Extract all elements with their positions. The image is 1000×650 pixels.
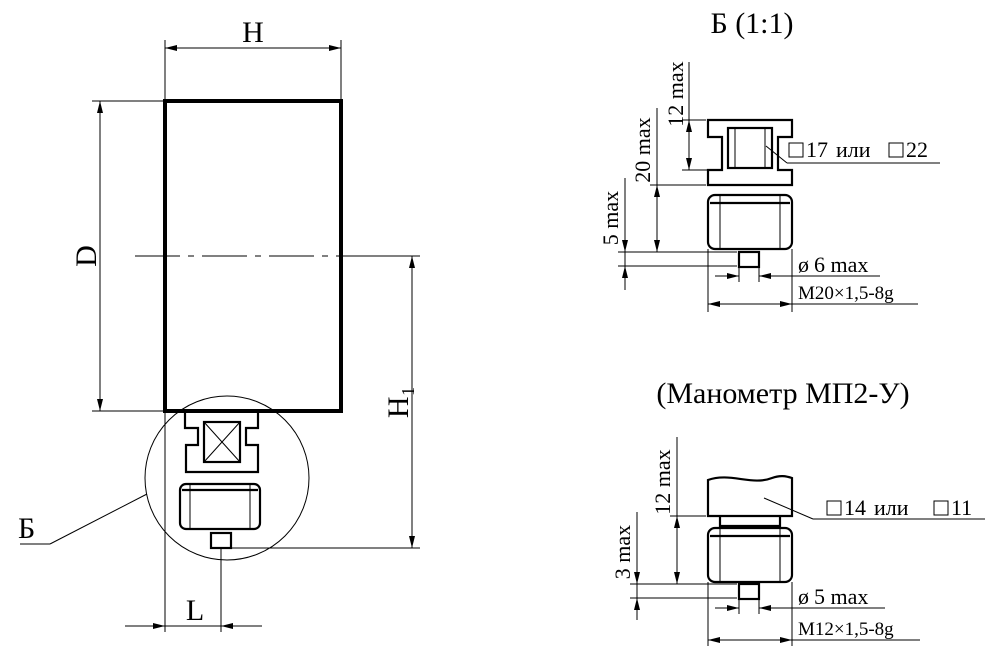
fitting-tip bbox=[209, 531, 233, 550]
leader-b bbox=[49, 493, 148, 545]
detail-b-label-12max: 12 max bbox=[663, 61, 688, 126]
detail-mp2-or: или bbox=[874, 495, 909, 520]
detail-mp2-thread: M12×1,5-8g bbox=[798, 619, 894, 640]
fitting-square bbox=[202, 420, 242, 464]
detail-mp2-tip bbox=[737, 582, 761, 601]
detail-mp2-dia-symbol: ø bbox=[798, 584, 809, 609]
fitting-nut bbox=[178, 482, 262, 531]
detail-mp2-collar bbox=[718, 516, 782, 528]
detail-mp2-square-a: 14 bbox=[844, 495, 866, 520]
detail-b-label-20max: 20 max bbox=[630, 117, 655, 182]
label-d: D bbox=[70, 245, 103, 267]
detail-mp2-label-12max: 12 max bbox=[650, 449, 675, 514]
detail-mp2-square-symbol-a bbox=[826, 500, 842, 516]
detail-mp2-view: (Манометр МП2-У) 12 max 3 max 14 или 11 bbox=[610, 377, 985, 646]
detail-b-square bbox=[726, 126, 774, 170]
detail-mp2-diameter: 5 max bbox=[814, 584, 868, 609]
detail-b-neck bbox=[706, 118, 794, 187]
detail-mp2-square-symbol-b bbox=[933, 500, 949, 516]
detail-b-title: Б (1:1) bbox=[710, 7, 793, 40]
detail-mp2-square-b: 11 bbox=[951, 495, 972, 520]
detail-b-tip bbox=[737, 250, 761, 269]
detail-mp2-nut bbox=[706, 526, 794, 584]
detail-b-square-leader bbox=[765, 145, 788, 164]
detail-mp2-label-3max: 3 max bbox=[610, 525, 635, 579]
main-view: Б H D H₁ L bbox=[18, 16, 420, 632]
label-b: Б bbox=[18, 512, 35, 545]
label-h1: H₁ bbox=[382, 386, 415, 418]
fitting-neck bbox=[183, 411, 260, 474]
detail-b-view: Б (1:1) 12 max 20 max 5 max bbox=[598, 7, 940, 312]
main-fitting bbox=[178, 411, 262, 550]
detail-b-thread: M20×1,5-8g bbox=[798, 283, 894, 304]
detail-b-square-symbol-b bbox=[888, 142, 904, 158]
detail-circle-b bbox=[144, 395, 310, 561]
detail-b-label-5max: 5 max bbox=[598, 191, 623, 245]
detail-b-dia-symbol: ø bbox=[798, 252, 809, 277]
detail-b-square-a: 17 bbox=[806, 137, 828, 162]
detail-b-or: или bbox=[836, 137, 871, 162]
detail-mp2-body bbox=[706, 475, 794, 518]
label-h: H bbox=[242, 16, 264, 49]
detail-b-square-symbol-a bbox=[788, 142, 804, 158]
detail-b-square-b: 22 bbox=[906, 137, 928, 162]
detail-b-nut bbox=[706, 193, 794, 251]
detail-mp2-square-leader bbox=[763, 497, 814, 520]
label-l: L bbox=[186, 594, 204, 627]
square-cross-b bbox=[203, 421, 241, 463]
detail-mp2-title: (Манометр МП2-У) bbox=[656, 377, 909, 410]
detail-b-diameter: 6 max bbox=[814, 252, 868, 277]
